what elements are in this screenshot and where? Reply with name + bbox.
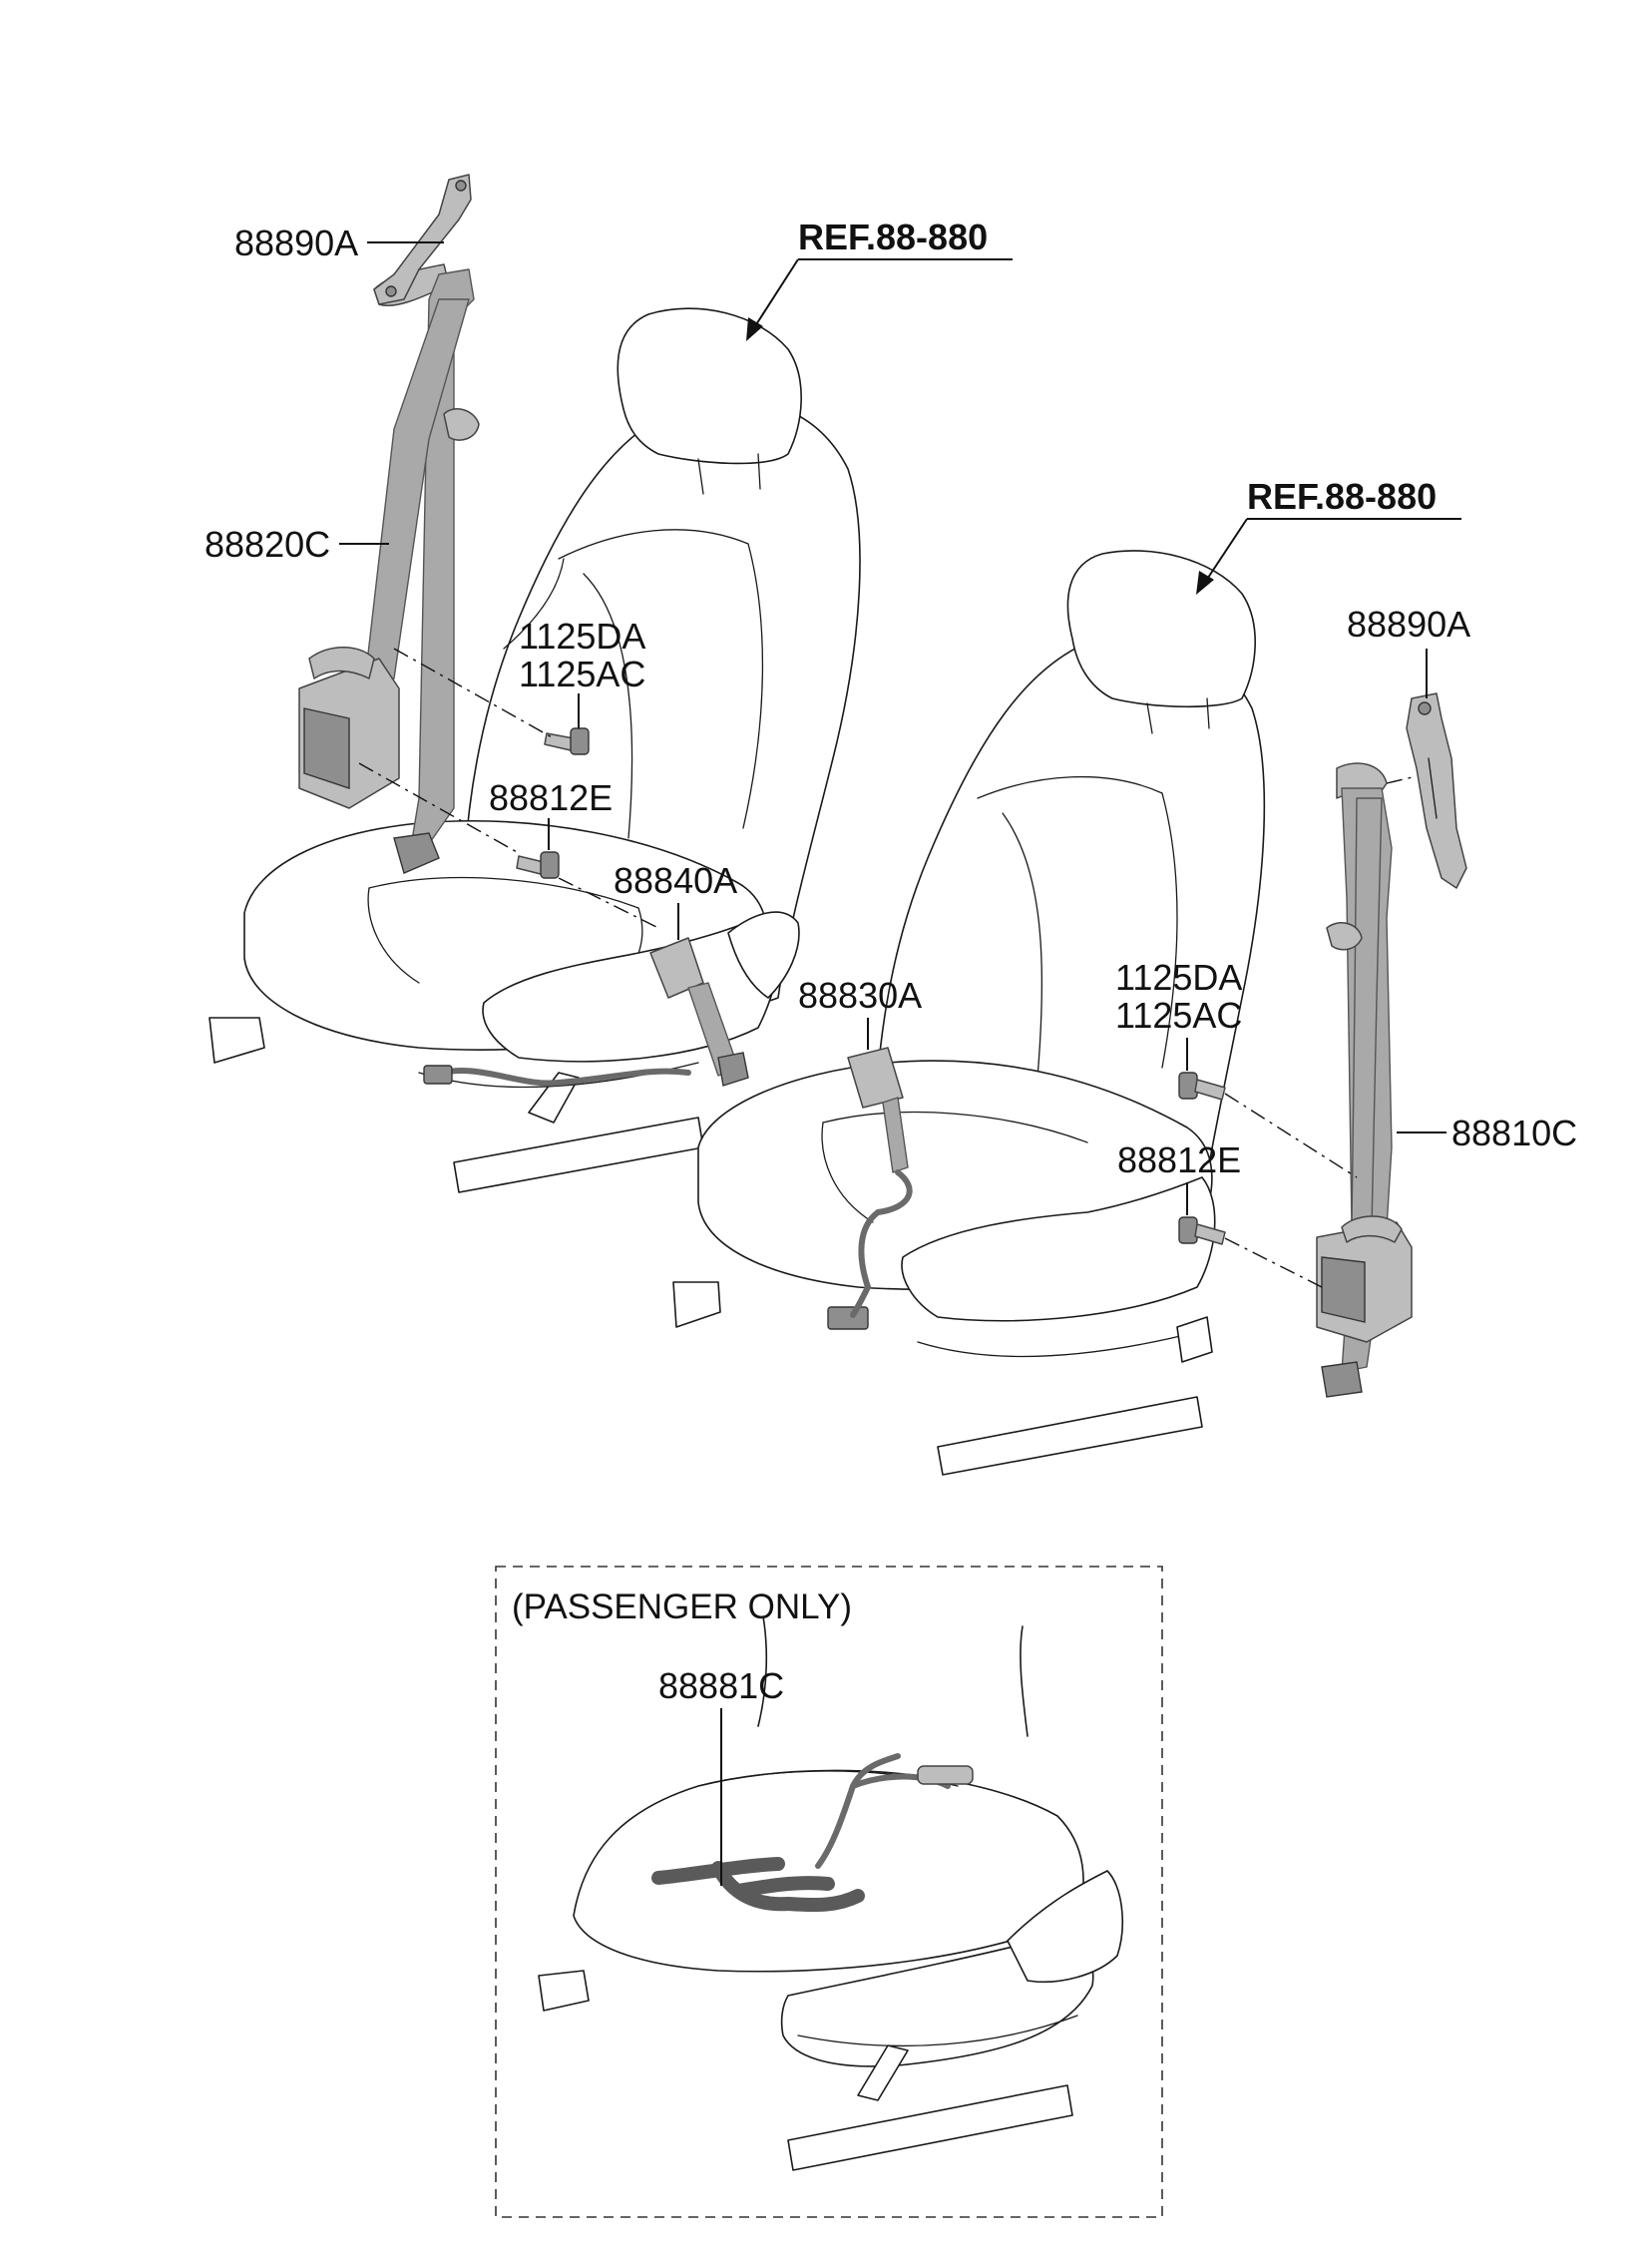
right-lower-bolt <box>1178 1216 1226 1245</box>
left-seat-belt-assembly <box>298 263 480 874</box>
ref-right-arrowhead <box>1196 571 1214 595</box>
right-seat-belt-assembly <box>1316 762 1413 1398</box>
label-bolt-right-lower: 88812E <box>1117 1139 1241 1180</box>
ref-left-arrow-line <box>752 258 799 330</box>
ref-right-arrow-line <box>1203 518 1248 585</box>
label-retractor-left: 88820C <box>205 524 330 565</box>
ref-left-arrowhead <box>746 317 763 341</box>
right-lower-bolt-axis <box>1224 1237 1323 1288</box>
right-upper-bolt <box>1178 1072 1226 1101</box>
label-bracket-right: 88890A <box>1347 604 1470 645</box>
label-retractor-right: 88810C <box>1451 1113 1577 1153</box>
label-buckle-right: 88830A <box>798 975 922 1016</box>
passenger-only-inset: (PASSENGER ONLY) 88881C <box>495 1566 1163 2218</box>
left-upper-bolt <box>544 727 590 755</box>
label-bolt-right-b: 1125AC <box>1115 995 1242 1036</box>
label-buckle-left: 88840A <box>614 860 737 901</box>
label-bracket-left: 88890A <box>234 223 358 263</box>
label-bolt-left-a: 1125DA <box>519 616 645 657</box>
right-anchor-bracket <box>1406 692 1467 889</box>
inset-title: (PASSENGER ONLY) <box>512 1587 852 1626</box>
left-buckle <box>649 937 749 1087</box>
right-seat <box>672 550 1266 1476</box>
inset-frame <box>495 1566 1163 2218</box>
ref-label-right: REF.88-880 <box>1247 476 1437 517</box>
left-anchor-bracket <box>373 174 472 305</box>
label-bolt-left-b: 1125AC <box>519 654 645 694</box>
label-bolt-right-a: 1125DA <box>1115 957 1242 998</box>
sensor-mat <box>651 1857 865 1913</box>
right-bracket-axis <box>1386 775 1418 784</box>
label-bolt-left-lower: 88812E <box>489 777 613 818</box>
ref-label-left: REF.88-880 <box>798 217 988 257</box>
left-lower-bolt <box>516 851 560 879</box>
right-buckle <box>827 1047 913 1330</box>
right-upper-bolt-axis <box>1224 1093 1358 1178</box>
label-sensor-mat: 88881C <box>658 1665 784 1706</box>
left-buckle-axis <box>558 877 659 929</box>
